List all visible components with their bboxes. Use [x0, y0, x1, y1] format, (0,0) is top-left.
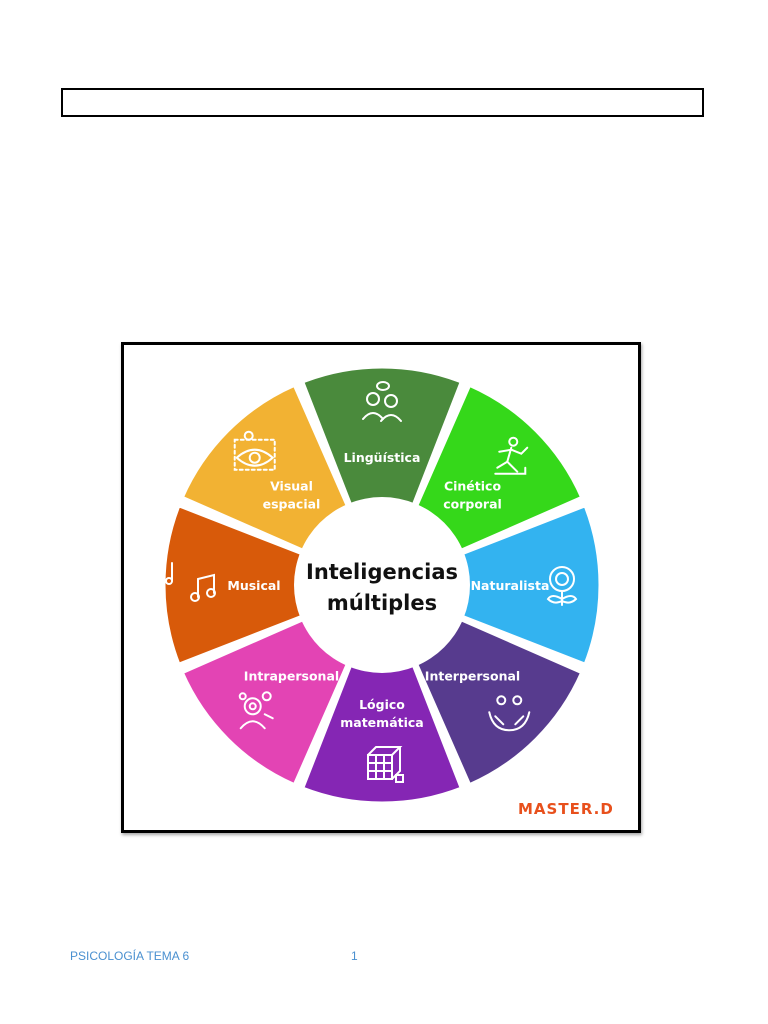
segment-label: Visual: [270, 478, 313, 493]
segment-label: Lingüística: [344, 450, 421, 465]
eye-icon: [233, 430, 276, 471]
brand-logo: MASTER.D: [518, 800, 614, 818]
title-box: [61, 88, 704, 117]
running-person-icon: [494, 436, 529, 475]
segment-label: Musical: [227, 578, 280, 593]
people-talking-icon: [362, 381, 402, 422]
hands-people-icon: [488, 695, 531, 732]
footer-chapter: PSICOLOGÍA TEMA 6: [70, 949, 190, 963]
cube-icon: [367, 746, 404, 783]
intelligences-wheel: Inteligencias múltiples LingüísticaCinét…: [162, 365, 614, 818]
flower-icon: [546, 566, 578, 606]
segment-label: Lógico: [359, 697, 405, 712]
center-circle: [294, 497, 470, 673]
thinking-person-icon: [238, 691, 274, 730]
segment-label: Intrapersonal: [244, 669, 339, 684]
footer-page-number: 1: [351, 949, 358, 963]
segment-label: matemática: [340, 715, 423, 730]
segment-label: Cinético: [444, 478, 502, 493]
center-title-line2: múltiples: [327, 591, 437, 615]
segment-label: espacial: [263, 496, 321, 511]
segment-label: corporal: [443, 496, 502, 511]
center-title-line1: Inteligencias: [306, 560, 458, 584]
segment-label: Naturalista: [471, 578, 550, 593]
music-note-icon: [165, 562, 216, 602]
segment-label: Interpersonal: [425, 669, 520, 684]
